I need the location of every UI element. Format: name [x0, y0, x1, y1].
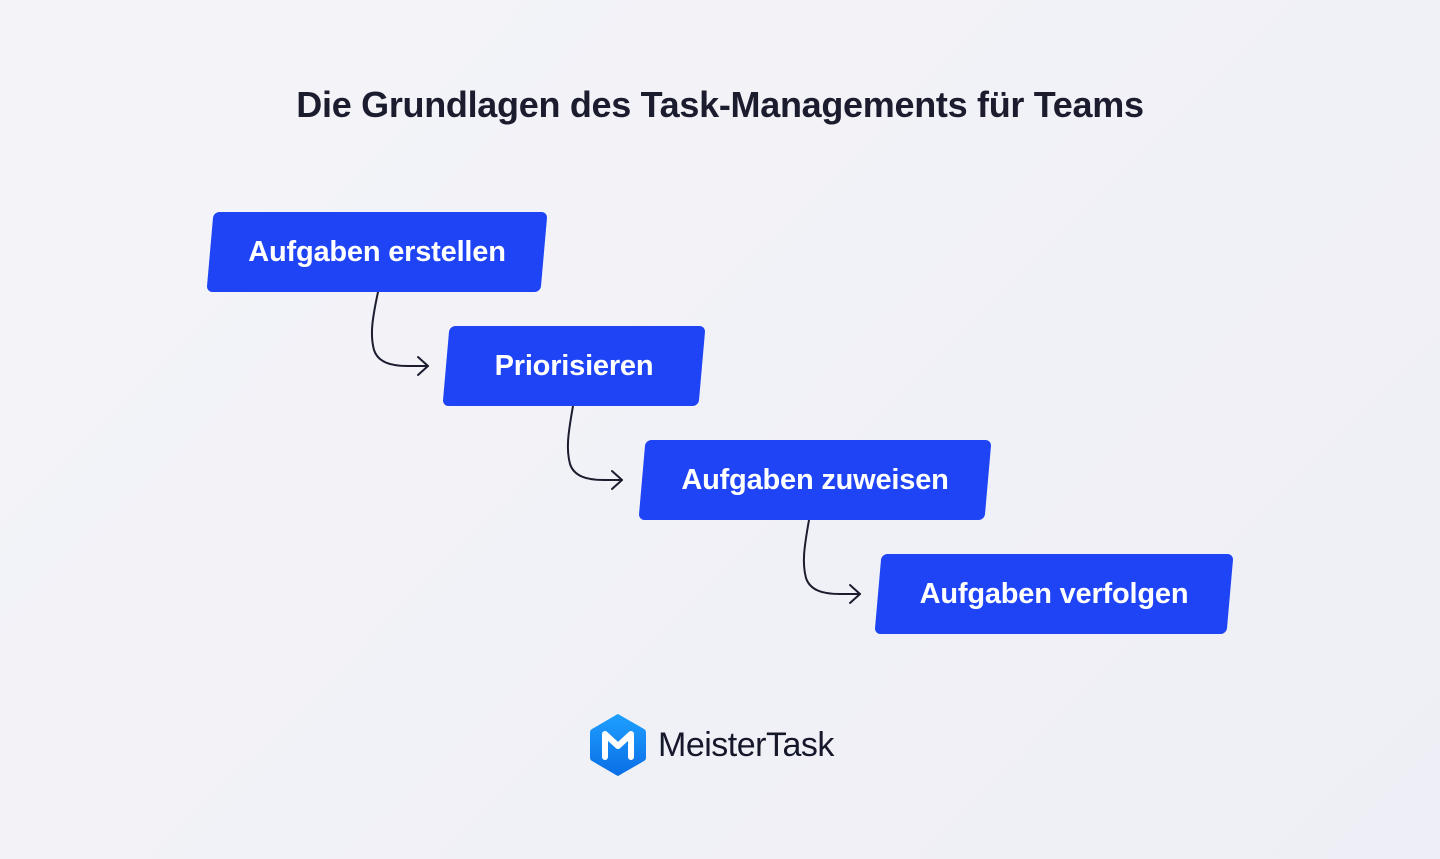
arrow-2-to-3 — [566, 405, 623, 490]
step-prioritize: Priorisieren — [442, 326, 706, 406]
arrow-1-to-2 — [370, 291, 429, 376]
step-label: Aufgaben zuweisen — [681, 463, 949, 496]
brand-logo: MeisterTask — [588, 712, 834, 778]
step-label: Aufgaben verfolgen — [919, 577, 1189, 610]
brand-name: MeisterTask — [658, 725, 834, 764]
step-label: Priorisieren — [494, 349, 654, 382]
diagram-title: Die Grundlagen des Task-Managements für … — [296, 84, 1144, 125]
step-label: Aufgaben erstellen — [248, 235, 506, 268]
meistertask-logo-icon — [590, 714, 646, 776]
step-assign-tasks: Aufgaben zuweisen — [638, 440, 992, 520]
arrow-3-to-4 — [802, 519, 861, 604]
step-track-tasks: Aufgaben verfolgen — [874, 554, 1234, 634]
step-create-tasks: Aufgaben erstellen — [206, 212, 548, 292]
